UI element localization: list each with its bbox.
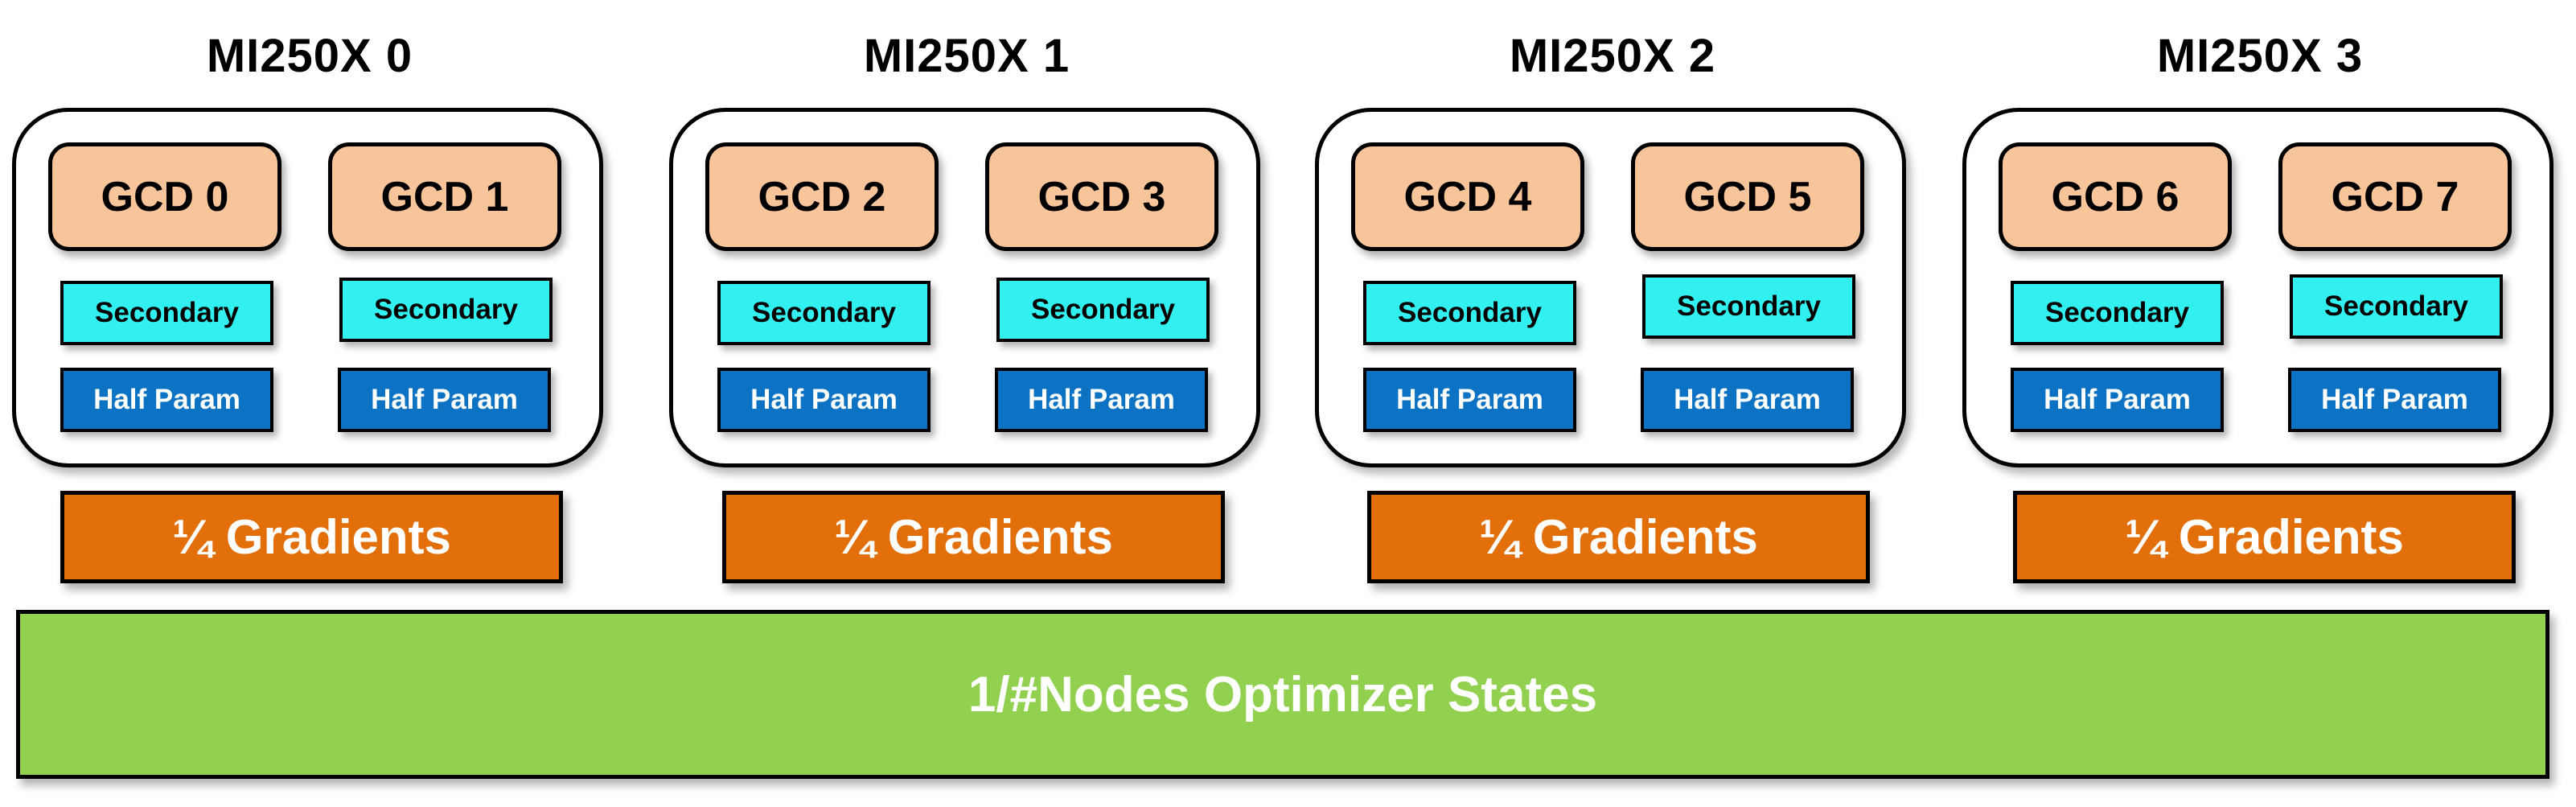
gcd-box: GCD 6 (1999, 142, 2232, 251)
gradients-box: ¼ Gradients (722, 491, 1225, 583)
secondary-box: Secondary (1642, 274, 1855, 339)
secondary-box: Secondary (1363, 281, 1576, 345)
half-param-box: Half Param (1641, 368, 1854, 432)
secondary-box: Secondary (2290, 274, 2503, 339)
secondary-box: Secondary (717, 281, 931, 345)
secondary-box: Secondary (996, 278, 1210, 342)
half-param-box: Half Param (2011, 368, 2224, 432)
gcd-box: GCD 5 (1631, 142, 1864, 251)
secondary-box: Secondary (339, 278, 553, 342)
half-param-box: Half Param (338, 368, 551, 432)
gpu-box: GCD 0 GCD 1 Secondary Secondary Half Par… (12, 108, 603, 467)
gradients-box: ¼ Gradients (60, 491, 563, 583)
gradients-box: ¼ Gradients (2013, 491, 2516, 583)
gpu-title: MI250X 2 (1509, 30, 1716, 82)
gpu-box: GCD 6 GCD 7 Secondary Secondary Half Par… (1962, 108, 2553, 467)
gpu-box: GCD 4 GCD 5 Secondary Secondary Half Par… (1315, 108, 1906, 467)
half-param-box: Half Param (995, 368, 1208, 432)
secondary-box: Secondary (60, 281, 273, 345)
gpu-title: MI250X 0 (206, 30, 413, 82)
gcd-box: GCD 2 (705, 142, 939, 251)
gcd-box: GCD 1 (328, 142, 561, 251)
secondary-box: Secondary (2011, 281, 2224, 345)
gcd-box: GCD 4 (1351, 142, 1584, 251)
gpu-box: GCD 2 GCD 3 Secondary Secondary Half Par… (669, 108, 1260, 467)
gpu-title: MI250X 1 (863, 30, 1070, 82)
gcd-box: GCD 0 (48, 142, 281, 251)
gcd-box: GCD 7 (2278, 142, 2512, 251)
gcd-box: GCD 3 (985, 142, 1218, 251)
half-param-box: Half Param (60, 368, 273, 432)
half-param-box: Half Param (1363, 368, 1576, 432)
gpu-title: MI250X 3 (2156, 30, 2364, 82)
gradients-box: ¼ Gradients (1367, 491, 1870, 583)
optimizer-states-bar: 1/#Nodes Optimizer States (16, 610, 2549, 779)
half-param-box: Half Param (2288, 368, 2501, 432)
half-param-box: Half Param (717, 368, 931, 432)
